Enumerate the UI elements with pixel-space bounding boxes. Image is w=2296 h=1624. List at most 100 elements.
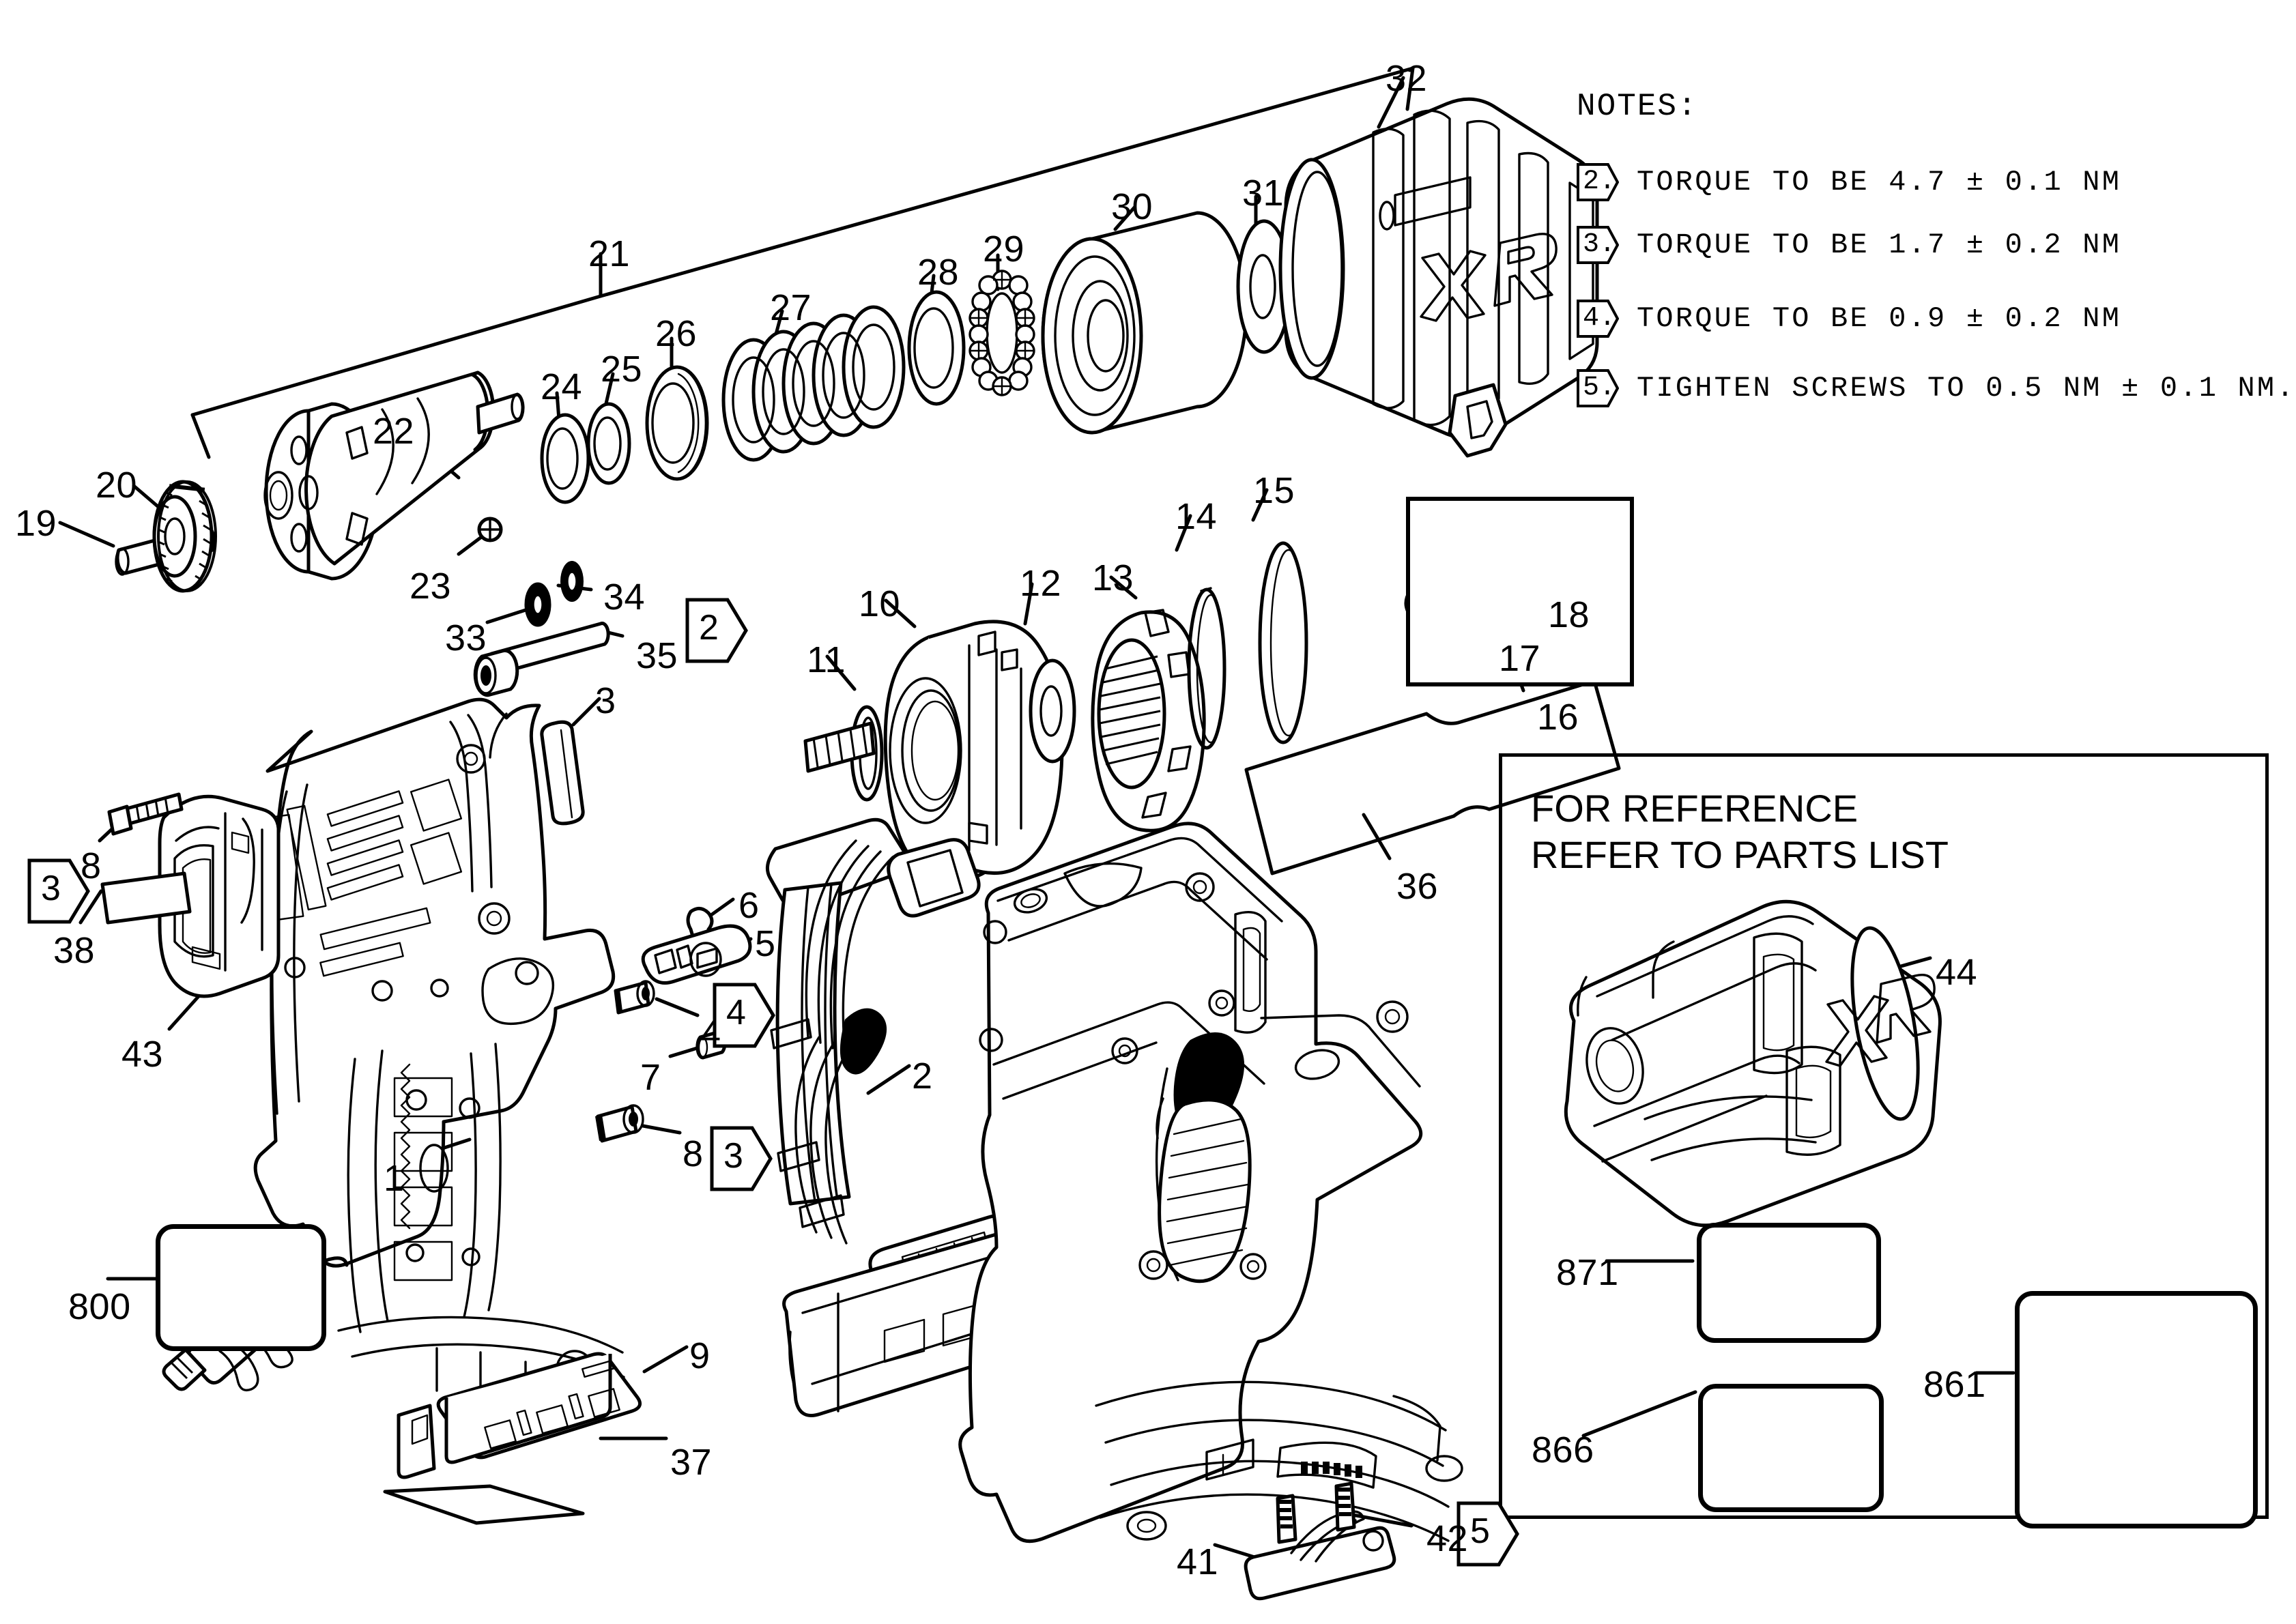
note-row-5: 5. TIGHTEN SCREWS TO 0.5 NM ± 0.1 NM.	[1577, 362, 2296, 415]
reference-title-line2: REFER TO PARTS LIST	[1531, 833, 1949, 877]
ref-44-tool	[1564, 899, 1942, 1228]
callout-label-38: 38	[53, 930, 96, 971]
callout-screw-4: 4	[700, 1013, 721, 1054]
notes-block: NOTES: 2. TORQUE TO BE 4.7 ± 0.1 NM 3. T…	[1577, 89, 2296, 424]
part-24-washer	[540, 413, 590, 504]
callout-reference-charger: 871	[1556, 1252, 1619, 1293]
callout-terminal-block: 9	[689, 1335, 711, 1376]
reference-title-line1: FOR REFERENCE	[1531, 787, 1859, 830]
reference-box-title: FOR REFERENCE REFER TO PARTS LIST	[1531, 785, 1949, 879]
part-8-screw-lower	[595, 1104, 644, 1143]
part-31-washer	[1236, 219, 1292, 354]
callout-washer-26: 26	[655, 313, 698, 354]
part-3-bumper	[540, 720, 585, 826]
part-14-retaining-ring	[1187, 587, 1226, 750]
callout-gear: 20	[96, 465, 138, 506]
part-23-grease-mark	[477, 517, 503, 542]
note-text-4: TORQUE TO BE 0.9 ± 0.2 NM	[1637, 302, 2122, 335]
part-8-screw-upper	[107, 792, 184, 836]
callout-retaining-ring-18: 18	[1548, 594, 1590, 635]
part-25-washer	[586, 402, 631, 485]
flag-note-4: 4	[713, 983, 775, 1052]
inset-kitbox-861	[2015, 1291, 2258, 1528]
callout-sleeve-7: 7	[640, 1057, 661, 1098]
part-42-screws	[1276, 1481, 1356, 1544]
callout-retaining-ring-15: 15	[1253, 470, 1295, 511]
flag-note-5-label: 5	[1470, 1511, 1490, 1551]
callout-ball-bearing-ring: 29	[983, 229, 1025, 270]
part-41-belt-hook	[1244, 1510, 1396, 1601]
callout-reference-battery: 866	[1532, 1430, 1594, 1470]
inset-battery-866	[1698, 1384, 1884, 1512]
notes-title: NOTES:	[1577, 89, 1698, 124]
callout-spring: 27	[770, 287, 812, 328]
part-32-motor-housing	[1278, 97, 1599, 458]
gearcase-output-shaft	[803, 721, 876, 773]
callout-anvil-assembly: 16	[1537, 697, 1579, 738]
part-37-label	[383, 1484, 585, 1525]
flag-note-2-label: 2	[699, 608, 719, 648]
flag-note-5: 5	[1456, 1501, 1519, 1570]
part-27-spring	[721, 305, 906, 462]
note-row-2: 2. TORQUE TO BE 4.7 ± 0.1 NM	[1577, 156, 2296, 209]
callout-reference-kitbox: 861	[1923, 1364, 1986, 1405]
part-15-retaining-ring	[1258, 541, 1308, 744]
callout-gearcase: 10	[859, 583, 901, 624]
callout-boot: 43	[121, 1034, 164, 1075]
part-30-bearing	[1041, 211, 1248, 435]
callout-washer-31: 31	[1242, 173, 1285, 214]
flag-note-3-lower: 3	[710, 1126, 773, 1195]
callout-housing: 1	[384, 1158, 405, 1199]
part-1-housing	[253, 697, 625, 1403]
inset-grease-gun-800	[156, 1224, 326, 1351]
part-34-washer	[560, 561, 584, 602]
part-38-label	[100, 871, 192, 925]
callout-washer-24: 24	[541, 366, 583, 407]
callout-screw-35: 35	[636, 635, 678, 676]
part-29-ball-ring	[968, 270, 1035, 396]
callout-retaining-ring-14: 14	[1175, 496, 1218, 537]
callout-washer-12: 12	[1020, 563, 1062, 604]
callout-screw-42: 42	[1426, 1518, 1469, 1559]
part-13-ring-gear	[1091, 609, 1206, 832]
part-35-screw	[473, 622, 610, 697]
note-flag-4: 4.	[1577, 300, 1619, 338]
flag-note-3-upper-label: 3	[41, 869, 61, 908]
callout-screw-8-upper: 8	[81, 845, 102, 886]
callout-reference-tool: 44	[1936, 952, 1978, 993]
note-row-3: 3. TORQUE TO BE 1.7 ± 0.2 NM	[1577, 218, 2296, 272]
callout-switch-assembly: 2	[912, 1056, 933, 1097]
callout-hammer: 22	[373, 411, 415, 452]
callout-led-lamp: 6	[738, 885, 760, 926]
part-5-switch-actuator	[641, 924, 752, 985]
note-text-3: TORQUE TO BE 1.7 ± 0.2 NM	[1637, 229, 2122, 261]
callout-washer-34: 34	[603, 577, 646, 618]
note-row-4: 4. TORQUE TO BE 0.9 ± 0.2 NM	[1577, 292, 2296, 345]
callout-grease-mark: 23	[410, 566, 452, 607]
note-flag-3-label: 3.	[1583, 229, 1616, 260]
callout-hammer-assembly-bracket: 21	[588, 233, 631, 274]
note-flag-2: 2.	[1577, 163, 1619, 201]
part-4-screw	[614, 980, 655, 1015]
inset-charger-871	[1697, 1223, 1881, 1343]
assembled-tool-housing	[958, 822, 1463, 1543]
part-12-washer	[1029, 658, 1076, 764]
note-flag-5-label: 5.	[1583, 373, 1616, 403]
note-flag-3: 3.	[1577, 226, 1619, 264]
flag-note-4-label: 4	[726, 993, 746, 1032]
part-9-terminal-cover	[397, 1352, 642, 1479]
part-20-gear	[152, 480, 217, 593]
callout-washer-33: 33	[445, 618, 487, 658]
callout-pin: 19	[15, 503, 57, 544]
part-10-gearcase	[883, 620, 1064, 882]
flag-note-2: 2	[685, 598, 748, 667]
callout-bearing-30: 30	[1111, 186, 1153, 227]
callout-washer-28: 28	[917, 252, 960, 293]
part-33-washer	[524, 582, 551, 627]
note-text-5: TIGHTEN SCREWS TO 0.5 NM ± 0.1 NM.	[1637, 372, 2296, 405]
note-flag-5: 5.	[1577, 369, 1619, 407]
flag-note-3-upper: 3	[27, 858, 90, 927]
note-flag-4-label: 4.	[1583, 303, 1616, 334]
